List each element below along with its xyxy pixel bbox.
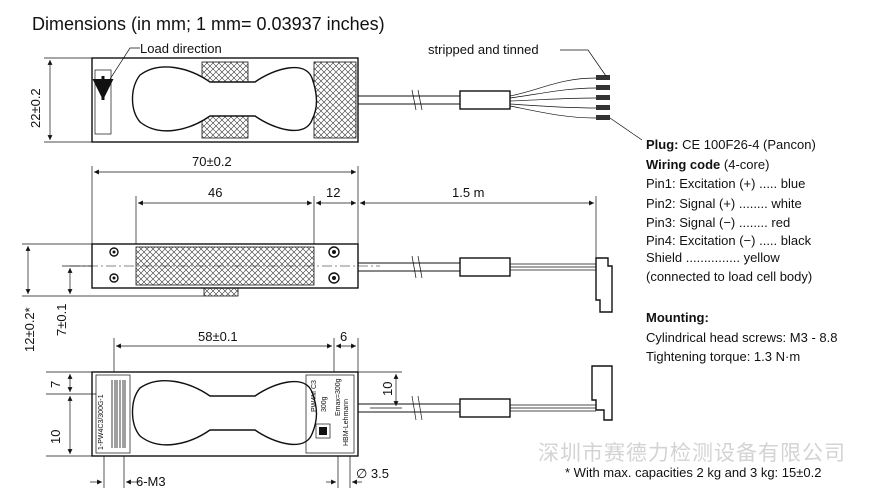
dim-10r-label: 10 [380, 382, 395, 396]
pin-row: Pin4: Excitation (−) ..... black [646, 232, 812, 248]
top-cable-break-2 [417, 89, 423, 111]
plug-heading: Plug: [646, 137, 679, 152]
dim-6-label: 6 [340, 329, 347, 344]
bottom-label-right [305, 374, 355, 454]
stripped-ends [596, 75, 610, 120]
drawing-title: Dimensions (in mm; 1 mm= 0.03937 inches) [32, 14, 385, 34]
bottom-label-side: PW4M C3 [311, 380, 318, 412]
bottom-view: 58±0.1 6 1-PW4C3/300G-1 PW4M C3 300g Ema… [46, 329, 613, 489]
wiring-heading: Wiring code [646, 156, 721, 172]
dim-cable-label: 1.5 m [452, 185, 485, 200]
bottom-label-side2: 300g [321, 396, 328, 412]
top-cable-sleeve [459, 90, 511, 110]
side-screws [109, 246, 340, 284]
dim-7-label: 7±0.1 [54, 304, 69, 336]
mounting-screws: Cylindrical head screws: M3 - 8.8 [646, 329, 838, 345]
dim-58-label: 58±0.1 [198, 329, 238, 344]
mounting-heading: Mounting: [646, 310, 709, 325]
side-cable-break-2 [417, 255, 423, 279]
load-arrow-box [94, 69, 112, 135]
bottom-cable-sleeve [459, 398, 511, 418]
load-direction-label: Load direction [140, 41, 222, 56]
top-wires [509, 77, 597, 119]
pin-row: Pin1: Excitation (+) ..... blue [646, 176, 806, 191]
dim-22-label: 22±0.2 [28, 88, 43, 128]
wiring-suffix: (4-core) [723, 156, 770, 172]
dim-7b-label: 7 [48, 381, 63, 388]
stripped-leader [560, 49, 607, 77]
barcode-left [111, 380, 126, 448]
bottom-cable-break-1 [411, 395, 417, 421]
footnote: * With max. capacities 2 kg and 3 kg: 15… [565, 465, 822, 480]
side-cable-break-1 [411, 255, 417, 279]
side-cable-sleeve [459, 257, 511, 277]
bottom-label-main: 1-PW4C3/300G-1 [98, 394, 105, 450]
stripped-label: stripped and tinned [428, 42, 539, 57]
dim-46-label: 46 [208, 185, 222, 200]
bottom-cable-break-2 [417, 395, 423, 421]
bottom-plug [591, 365, 613, 421]
dim-10l-label: 10 [48, 430, 63, 444]
plug-line: Plug: CE 100F26-4 (Pancon) [646, 135, 816, 155]
bottom-qr-code [315, 423, 331, 439]
dim-12h-label: 12±0.2* [22, 307, 37, 352]
wiring-line: Wiring code (4-core) [646, 155, 816, 175]
diameter-label: ∅ 3.5 [356, 466, 389, 481]
dim-12-label: 12 [326, 185, 340, 200]
bottom-view-slot [131, 380, 318, 446]
top-cable-break-1 [411, 89, 417, 111]
top-view: Load direction stripped and tinned [28, 41, 643, 143]
dim-70-label: 70±0.2 [192, 154, 232, 169]
pin-row: Pin3: Signal (−) ........ red [646, 215, 791, 230]
plug-leader [609, 117, 643, 141]
bottom-qr-inner [319, 427, 327, 435]
thread-label: 6-M3 [136, 474, 166, 489]
bottom-label-small: Emax=300g [335, 378, 342, 416]
info-panel: Plug: CE 100F26-4 (Pancon) Wiring code (… [646, 135, 816, 287]
mounting-panel: Mounting: Cylindrical head screws: M3 - … [646, 308, 837, 367]
mounting-torque: Tightening torque: 1.3 N·m [646, 349, 801, 364]
side-hatch-tab [203, 287, 239, 297]
side-plug [595, 257, 613, 313]
top-view-slot [131, 66, 318, 132]
pin-row: Shield ............... yellow [646, 249, 780, 265]
load-direction-leader [102, 47, 140, 91]
bottom-label-strip [95, 374, 131, 454]
plug-value: CE 100F26-4 (Pancon) [682, 137, 816, 152]
top-hatch-mount [313, 61, 357, 139]
side-view: 70±0.2 46 12 1.5 m [22, 154, 613, 352]
shield-note: (connected to load cell body) [646, 269, 813, 284]
pin-row: Pin2: Signal (+) ........ white [646, 195, 802, 211]
watermark: 深圳市赛德力检测设备有限公司 [538, 441, 846, 465]
bottom-label-brand: HBM-Lehmann [343, 399, 350, 446]
